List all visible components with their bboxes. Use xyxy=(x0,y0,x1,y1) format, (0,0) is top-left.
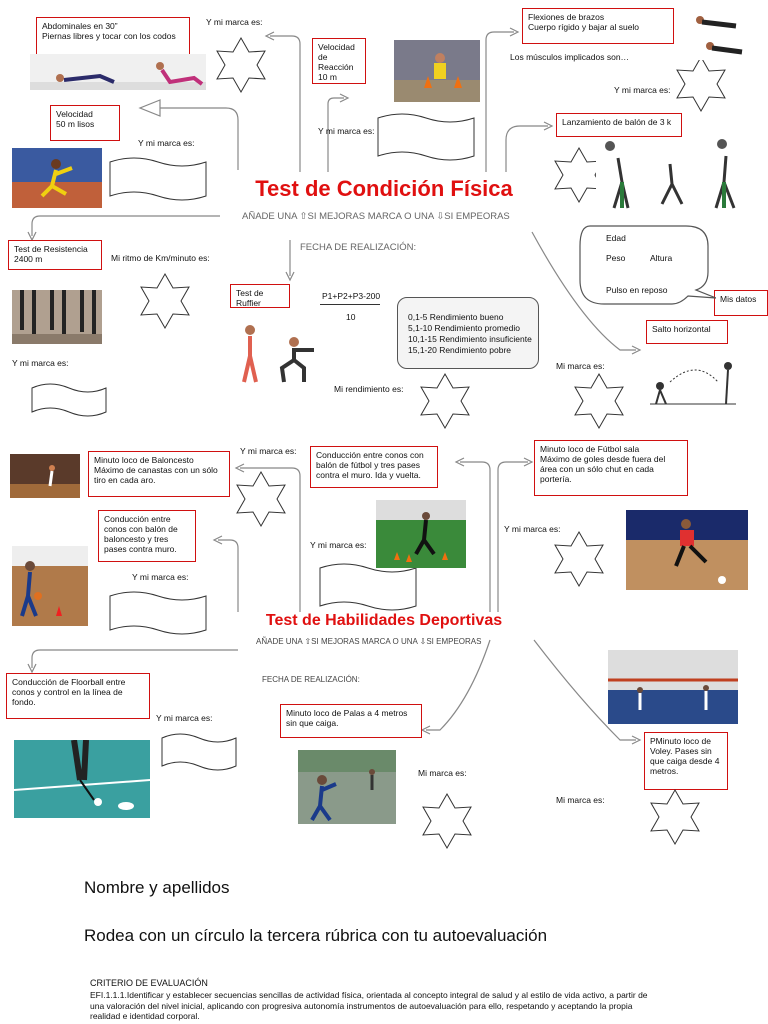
criterio-text: EFI.1.1.1.Identificar y establecer secue… xyxy=(90,990,648,1021)
arrow-down-icon: ⇩ xyxy=(419,637,427,646)
fraction-line xyxy=(320,304,380,305)
baloncesto-minuto-photo xyxy=(10,454,80,498)
star-answer-icon[interactable] xyxy=(416,372,474,430)
nombre-apellidos: Nombre y apellidos xyxy=(84,878,230,897)
instruction-bottom: AÑADE UNA ⇧SI MEJORAS MARCA O UNA ⇩SI EM… xyxy=(256,637,482,646)
test-abdominales: Abdominales en 30” Piernas libres y toca… xyxy=(36,17,190,55)
marca-label: Y mi marca es: xyxy=(156,713,213,723)
test-lanzamiento: Lanzamiento de balón de 3 k xyxy=(556,113,682,137)
fecha-bottom: FECHA DE REALIZACIÓN: xyxy=(262,675,360,684)
star-answer-icon[interactable] xyxy=(550,530,608,588)
datos-peso: Peso xyxy=(606,253,626,263)
ribbon-answer[interactable] xyxy=(160,732,238,772)
instruction-top: AÑADE UNA ⇧SI MEJORAS MARCA O UNA ⇩SI EM… xyxy=(242,211,510,222)
test-flexiones: Flexiones de brazos Cuerpo rígido y baja… xyxy=(522,8,674,44)
marca-label: Y mi marca es: xyxy=(12,358,69,368)
test-futbol-sala: Minuto loco de Fútbol sala Máximo de gol… xyxy=(534,440,688,496)
flexiones-photo xyxy=(690,6,746,60)
test-voley: PMinuto loco de Voley. Pases sin que cai… xyxy=(644,732,728,790)
resistencia-photo xyxy=(12,290,102,344)
futbol-sala-photo xyxy=(626,510,748,590)
test-velocidad: Velocidad 50 m lisos xyxy=(50,105,120,141)
title-habilidades-deportivas: Test de Habilidades Deportivas xyxy=(265,612,503,629)
marca-label: Mi marca es: xyxy=(556,361,605,371)
marca-label: Mi marca es: xyxy=(418,768,467,778)
baloncesto-conduccion-photo xyxy=(12,546,88,626)
ribbon-answer[interactable] xyxy=(376,112,476,162)
rendimiento-label: Mi rendimiento es: xyxy=(334,384,404,394)
arrow-up-icon: ⇧ xyxy=(304,637,312,646)
marca-label: Y mi marca es: xyxy=(318,126,375,136)
salto-photo xyxy=(646,352,740,410)
scale-item: 0,1-5 Rendimiento bueno xyxy=(408,312,504,322)
star-answer-icon[interactable] xyxy=(212,36,270,94)
star-answer-icon[interactable] xyxy=(232,470,290,528)
test-futbol-conduccion: Conducción entre conos con balón de fútb… xyxy=(310,446,438,488)
scale-item: 10,1-15 Rendimiento insuficiente xyxy=(408,334,532,344)
test-velocidad-reaccion: Velocidad de Reacción 10 m xyxy=(312,38,366,84)
datos-pulso: Pulso en reposo xyxy=(606,285,668,295)
ruffier-denominator: 10 xyxy=(346,312,356,322)
scale-item: 15,1-20 Rendimiento pobre xyxy=(408,345,512,355)
ritmo-label: Mi ritmo de Km/minuto es: xyxy=(111,253,210,263)
ribbon-answer[interactable] xyxy=(318,562,418,612)
arrow-down-icon: ⇩ xyxy=(436,211,445,222)
marca-label: Y mi marca es: xyxy=(138,138,195,148)
star-answer-icon[interactable] xyxy=(136,272,194,330)
velocidad-reaccion-photo xyxy=(394,40,480,102)
ribbon-answer[interactable] xyxy=(108,156,208,202)
lanzamiento-photo xyxy=(596,138,746,212)
palas-photo xyxy=(298,750,396,824)
datos-bubble xyxy=(579,225,716,305)
test-ruffier: Test de Ruffier xyxy=(230,284,290,308)
marca-label: Y mi marca es: xyxy=(206,17,263,27)
marca-label: Y mi marca es: xyxy=(504,524,561,534)
marca-label: Y mi marca es: xyxy=(614,85,671,95)
ribbon-answer[interactable] xyxy=(108,590,208,636)
datos-altura: Altura xyxy=(650,253,673,263)
marca-label: Y mi marca es: xyxy=(240,446,297,456)
musculos-label: Los músculos implicados son… xyxy=(510,52,630,62)
mis-datos-label: Mis datos xyxy=(714,290,768,316)
test-baloncesto-minuto: Minuto loco de Baloncesto Máximo de cana… xyxy=(88,451,230,497)
ruffier-photo xyxy=(232,320,318,388)
futbol-conduccion-photo xyxy=(376,500,466,568)
ribbon-answer[interactable] xyxy=(30,382,108,418)
criterio-title: CRITERIO DE EVALUACIÓN xyxy=(90,978,208,988)
ruffier-scale: 0,1-5 Rendimiento bueno 5,1-10 Rendimien… xyxy=(397,297,539,369)
star-answer-icon[interactable] xyxy=(646,788,704,846)
test-resistencia: Test de Resistencia 2400 m xyxy=(8,240,102,270)
test-baloncesto-conduccion: Conducción entre conos con balón de balo… xyxy=(98,510,196,562)
star-answer-icon[interactable] xyxy=(418,792,476,850)
test-palas: Minuto loco de Palas a 4 metros sin que … xyxy=(280,704,422,738)
test-salto-horizontal: Salto horizontal xyxy=(646,320,728,344)
floorball-photo xyxy=(14,740,150,818)
scale-item: 5,1-10 Rendimiento promedio xyxy=(408,323,520,333)
rodea-instruction: Rodea con un círculo la tercera rúbrica … xyxy=(84,926,548,945)
datos-edad: Edad xyxy=(606,233,626,243)
velocidad-photo xyxy=(12,148,102,208)
star-answer-icon[interactable] xyxy=(570,372,628,430)
star-answer-icon[interactable] xyxy=(672,55,730,113)
marca-label: Y mi marca es: xyxy=(132,572,189,582)
ruffier-numerator: P1+P2+P3-200 xyxy=(322,291,381,301)
marca-label: Mi marca es: xyxy=(556,795,605,805)
arrow-up-icon: ⇧ xyxy=(299,211,308,222)
fecha-top: FECHA DE REALIZACIÓN: xyxy=(300,242,417,253)
test-floorball: Conducción de Floorball entre conos y co… xyxy=(6,673,150,719)
marca-label: Y mi marca es: xyxy=(310,540,367,550)
voley-photo xyxy=(608,650,738,724)
abdominales-photo xyxy=(30,54,206,90)
title-condicion-fisica: Test de Condición Física xyxy=(255,176,513,201)
